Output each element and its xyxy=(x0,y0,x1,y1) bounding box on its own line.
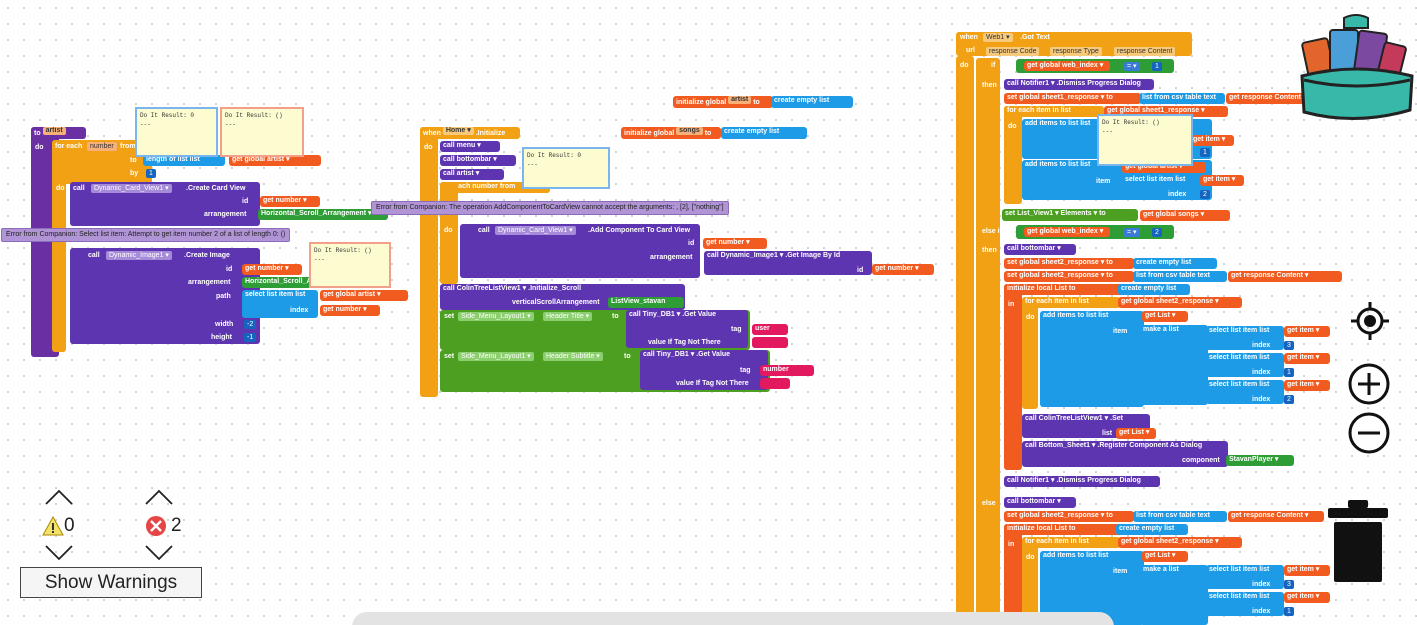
do-it-result-tooltip: Do It Result: () --- xyxy=(1097,114,1193,166)
warning-icon xyxy=(42,515,64,542)
warning-next-arrow[interactable] xyxy=(44,544,74,567)
warning-prev-arrow[interactable] xyxy=(44,488,74,511)
companion-error-message: Error from Companion: The operation AddC… xyxy=(371,201,729,215)
zoom-out-icon[interactable] xyxy=(1347,411,1391,455)
horizontal-scrollbar[interactable] xyxy=(352,612,1114,625)
error-count: 2 xyxy=(171,515,182,536)
companion-error-message: Error from Companion: Select list item: … xyxy=(1,228,291,242)
recenter-icon[interactable] xyxy=(1349,300,1391,342)
show-warnings-button[interactable]: Show Warnings xyxy=(20,567,202,598)
zoom-in-icon[interactable] xyxy=(1347,362,1391,406)
do-it-result-tooltip: Do It Result: 0 --- xyxy=(135,107,218,157)
warning-count: 0 xyxy=(64,515,75,536)
do-it-result-tooltip: Do It Result: () --- xyxy=(220,107,304,157)
error-prev-arrow[interactable] xyxy=(144,488,174,511)
backpack-icon[interactable] xyxy=(1296,14,1417,130)
do-it-result-tooltip: Do It Result: () --- xyxy=(309,242,391,288)
error-icon xyxy=(145,515,167,542)
error-next-arrow[interactable] xyxy=(144,544,174,567)
trash-icon[interactable] xyxy=(1326,498,1390,584)
do-it-result-tooltip: Do It Result: 0 --- xyxy=(522,147,610,189)
